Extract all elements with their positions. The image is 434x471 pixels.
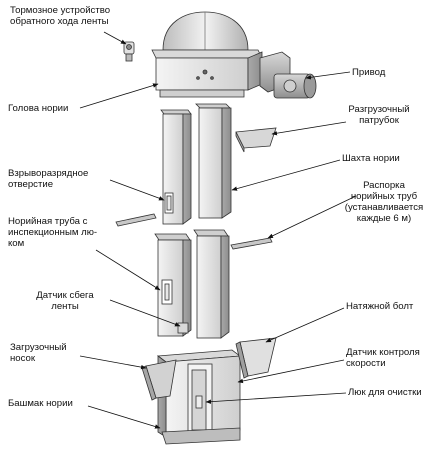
label-elevator-pipe: Норийная труба с инспекционным лю- ком (8, 216, 98, 249)
leader-belt-sensor (109, 299, 181, 327)
label-cleaning-hatch: Люк для очистки (348, 387, 422, 398)
leader-hatch (205, 392, 347, 404)
label-elevator-shaft: Шахта нории (342, 153, 400, 164)
lower-pipe-right (193, 229, 230, 339)
upper-pipe-left (160, 109, 192, 225)
pipe-spacer (115, 213, 273, 250)
leader-spacer (267, 195, 357, 239)
label-discharge-spout: Разгрузочный патрубок (348, 104, 410, 126)
leader-boot (87, 405, 161, 429)
discharge-spout (235, 127, 277, 153)
label-drive: Привод (352, 67, 386, 78)
upper-pipe-right (195, 103, 232, 219)
brake-device (123, 41, 135, 62)
label-brake-device: Тормозное устройство обратного хода лент… (10, 5, 111, 27)
leader-lines (79, 31, 357, 429)
leader-discharge (271, 121, 347, 136)
label-pipe-spacer: Распорка норийных труб (устанавливается … (344, 180, 424, 224)
leader-vent (109, 179, 165, 201)
leader-tension (265, 307, 345, 343)
lower-pipe-left (154, 233, 192, 337)
leader-head (79, 83, 159, 109)
label-elevator-boot: Башмак нории (8, 398, 73, 409)
elevator-head (151, 11, 263, 98)
leader-pipe (95, 249, 161, 291)
leader-drive (305, 71, 351, 80)
label-belt-sensor: Датчик сбега ленты (36, 290, 94, 312)
label-loading-nose: Загрузочный носок (10, 342, 67, 364)
label-tension-bolt: Натяжной болт (346, 301, 414, 312)
label-speed-sensor: Датчик контроля скорости (346, 347, 420, 369)
label-elevator-head: Голова нории (8, 103, 69, 114)
leader-shaft (231, 159, 341, 191)
elevator-boot (156, 349, 242, 445)
leader-brake (103, 31, 127, 45)
leader-speed-sensor (237, 359, 345, 384)
tension-plate (235, 337, 277, 379)
label-vent-opening: Взрыворазрядное отверстие (8, 168, 89, 190)
leader-loading (79, 355, 147, 370)
drive-unit (259, 51, 317, 99)
